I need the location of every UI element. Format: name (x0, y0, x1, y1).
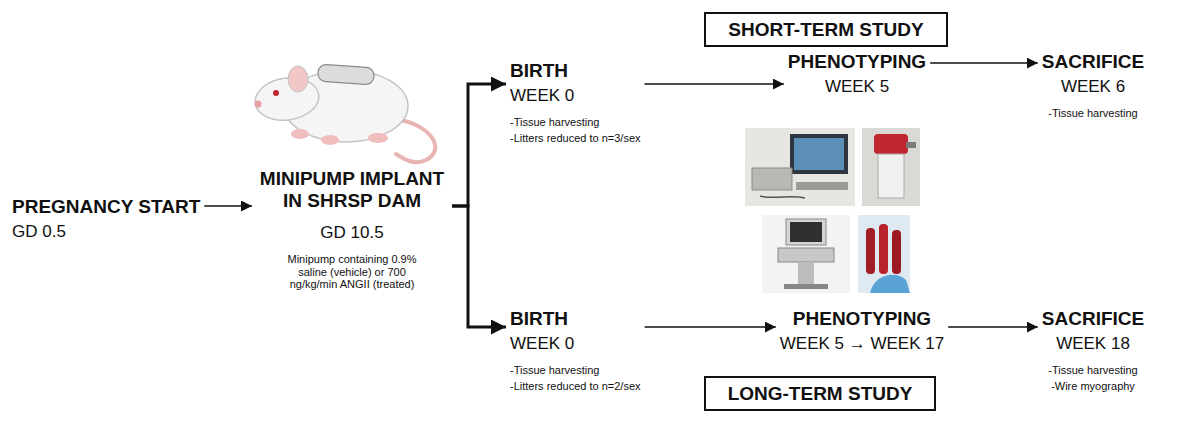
stage-detail: WEEK 0 (510, 86, 641, 106)
flow-arrow (452, 206, 506, 327)
flow-arrow (930, 62, 1038, 64)
equipment-photo (862, 128, 920, 206)
stage-detail: GD 10.5 (256, 223, 448, 243)
stage-title: PHENOTYPING (788, 51, 926, 73)
stage-node: PREGNANCY START GD 0.5 (12, 196, 200, 242)
equipment-photo (745, 128, 855, 206)
study-box: LONG-TERM STUDY (704, 376, 937, 411)
stage-title: BIRTH (510, 60, 641, 82)
stage-detail: -Tissue harvesting (1042, 364, 1144, 377)
rat-illustration (252, 64, 435, 162)
flow-arrow (645, 83, 784, 85)
equipment-photo (762, 215, 850, 293)
stage-node: PHENOTYPING WEEK 5 → WEEK 17 (780, 308, 944, 354)
stage-detail: -Wire myography (1042, 380, 1144, 393)
stage-detail: Minipump containing 0.9% saline (vehicle… (281, 253, 423, 291)
stage-detail: -Litters reduced to n=3/sex (510, 132, 641, 145)
stage-node: PHENOTYPING WEEK 5 (788, 51, 926, 97)
stage-node: SACRIFICE WEEK 18 -Tissue harvesting -Wire … (1042, 308, 1144, 393)
flow-arrow (452, 84, 506, 206)
stage-title: BIRTH (510, 308, 641, 330)
stage-detail: WEEK 5 (788, 77, 926, 97)
stage-detail: GD 0.5 (12, 222, 200, 242)
stage-title: LONG-TERM STUDY (728, 383, 913, 405)
stage-title: MINIPUMP IMPLANT IN SHRSP DAM (256, 168, 448, 213)
stage-detail: WEEK 6 (1042, 77, 1144, 97)
stage-node: BIRTH WEEK 0 -Tissue harvesting -Litters re… (510, 308, 641, 393)
stage-node: BIRTH WEEK 0 -Tissue harvesting -Litters re… (510, 60, 641, 145)
stage-detail: -Tissue harvesting (510, 364, 641, 377)
stage-title: PREGNANCY START (12, 196, 200, 218)
stage-title: SACRIFICE (1042, 51, 1144, 73)
stage-detail: WEEK 5 → WEEK 17 (780, 334, 944, 354)
study-box: SHORT-TERM STUDY (704, 12, 947, 47)
stage-title: PHENOTYPING (780, 308, 944, 330)
stage-detail: -Litters reduced to n=2/sex (510, 380, 641, 393)
stage-detail: WEEK 18 (1042, 334, 1144, 354)
stage-detail: -Tissue harvesting (510, 116, 641, 129)
stage-title: SACRIFICE (1042, 308, 1144, 330)
stage-detail: WEEK 0 (510, 334, 641, 354)
stage-detail: -Tissue harvesting (1042, 107, 1144, 120)
flow-arrow (204, 205, 252, 207)
flow-arrow (645, 326, 776, 328)
stage-title: SHORT-TERM STUDY (728, 19, 923, 41)
stage-node: SACRIFICE WEEK 6 -Tissue harvesting (1042, 51, 1144, 120)
stage-node: MINIPUMP IMPLANT IN SHRSP DAM GD 10.5Mini… (256, 168, 448, 291)
flow-arrow (948, 326, 1038, 328)
equipment-photo (858, 215, 910, 293)
